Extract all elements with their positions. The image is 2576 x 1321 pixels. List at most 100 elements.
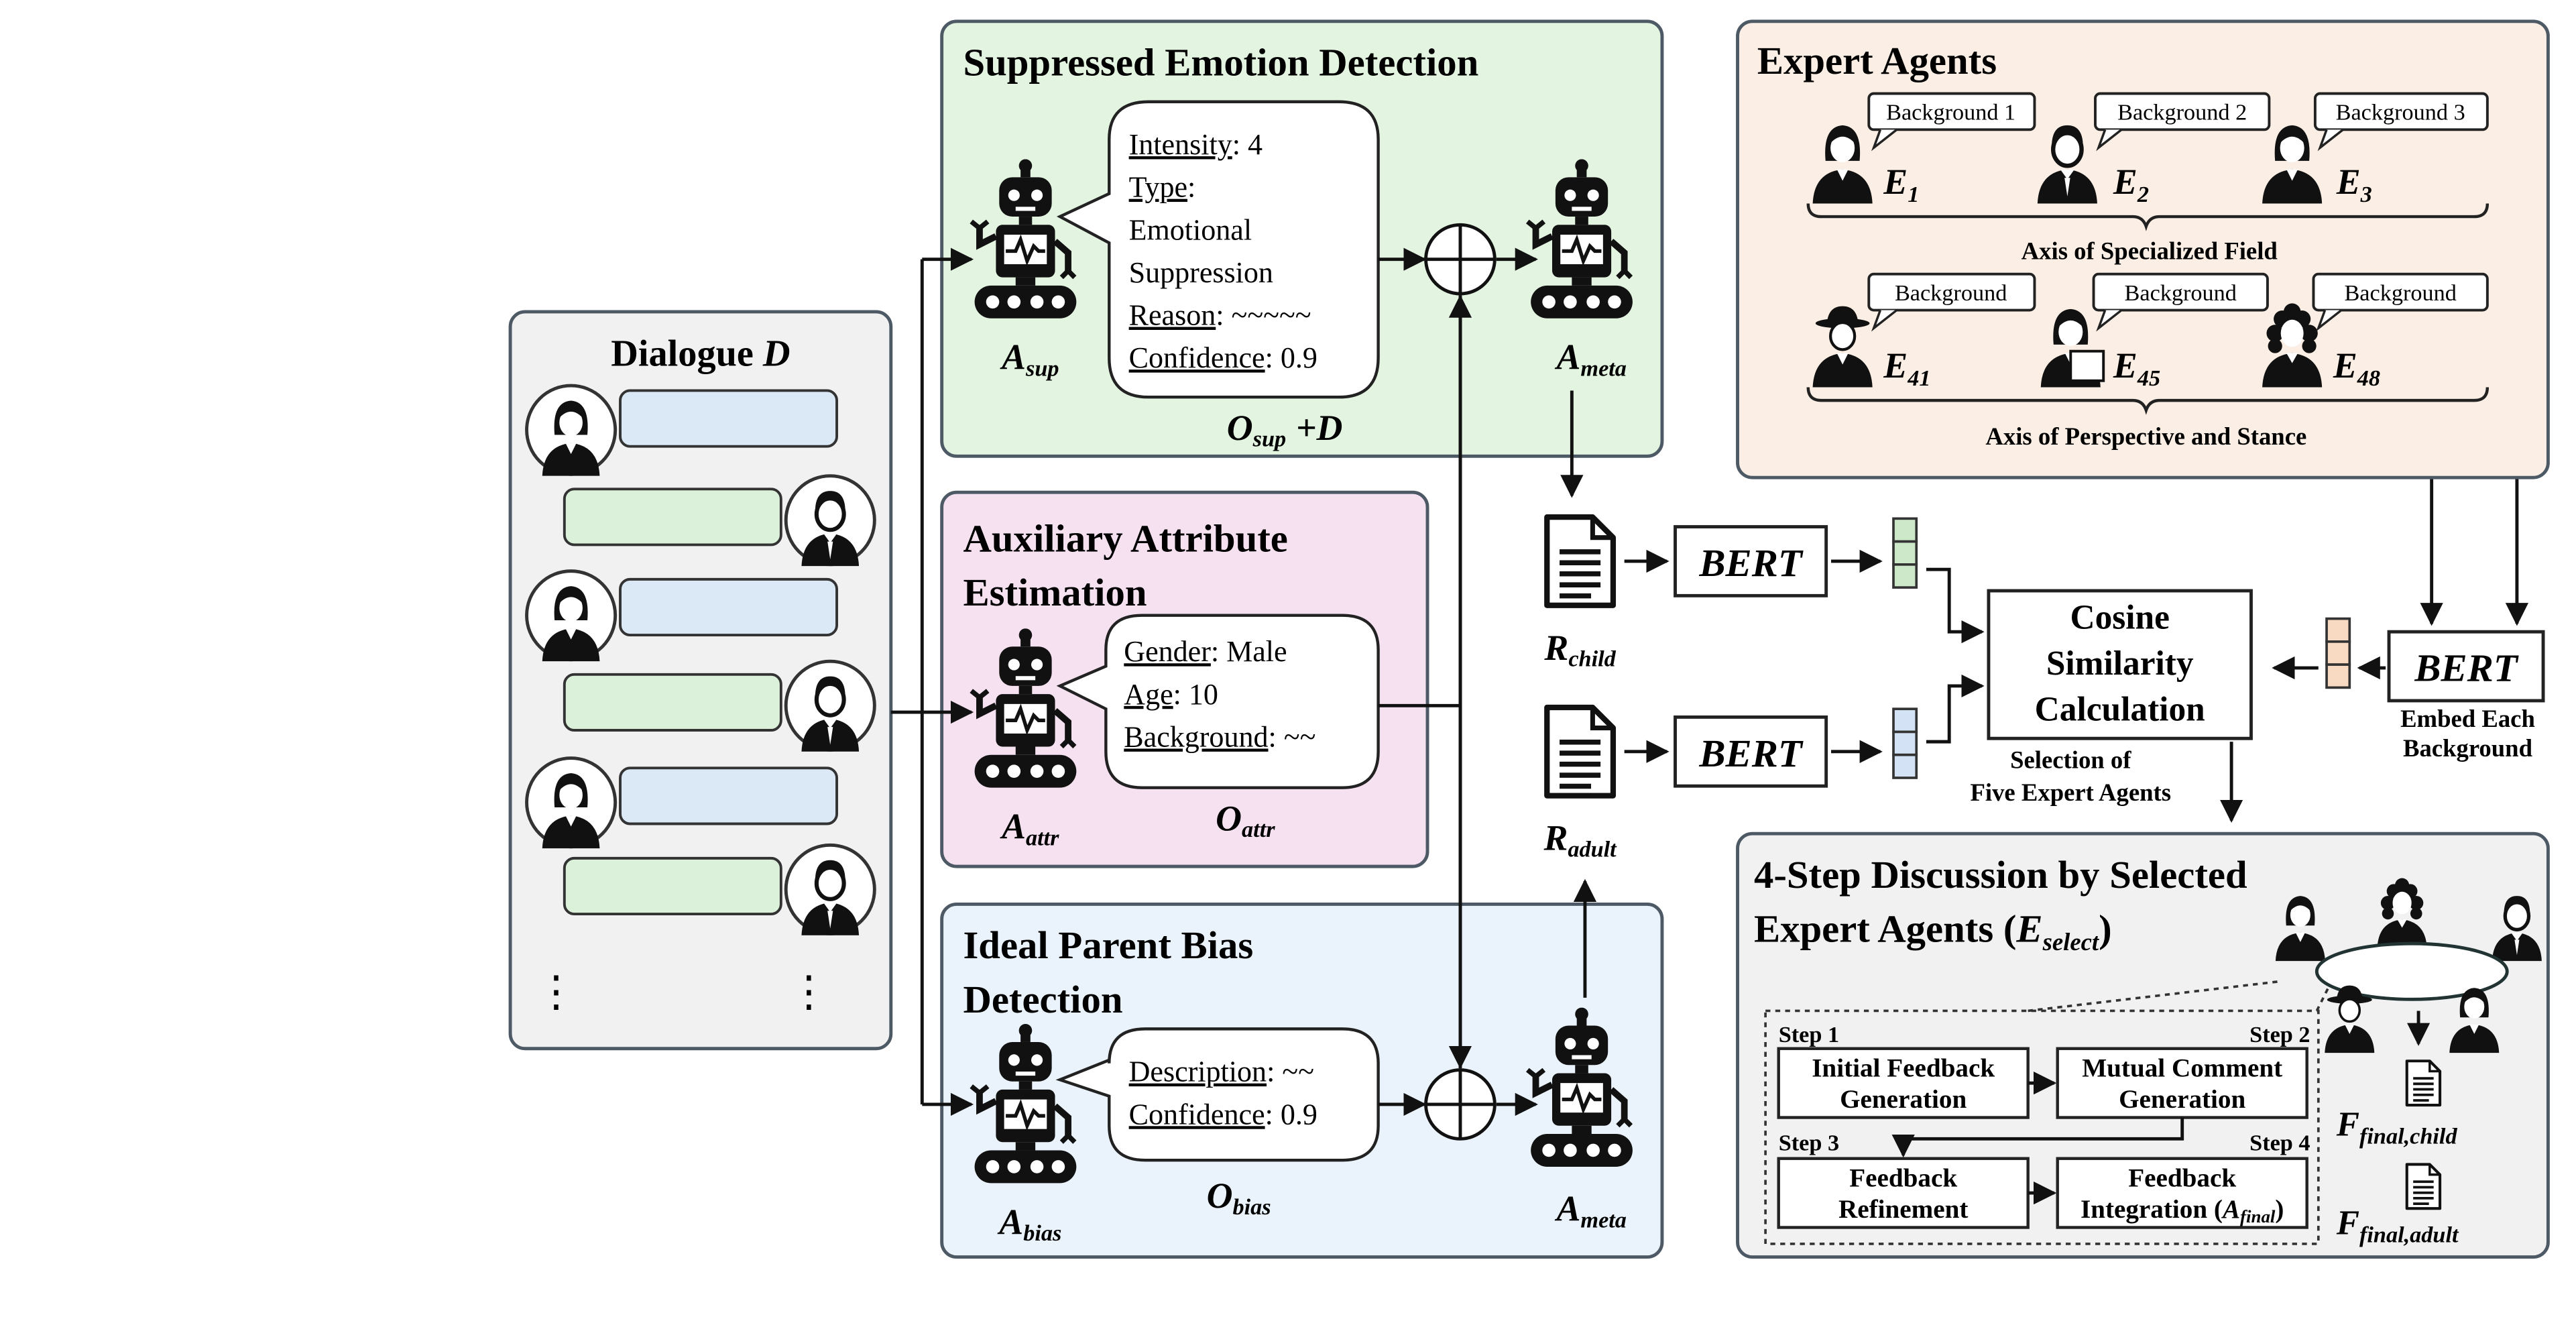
- output-sup-label: Osup+D: [1227, 408, 1343, 452]
- expert-e45: Background E45: [2040, 272, 2269, 391]
- svg-text:Description: ~~: Description: ~~: [1129, 1055, 1314, 1088]
- axis-perspective-stance: Axis of Perspective and Stance: [1985, 422, 2306, 450]
- bert-box-background: BERT: [2387, 630, 2545, 703]
- discussion-panel: 4-Step Discussion by Selected Expert Age…: [1736, 831, 2550, 1259]
- bias-output-fields: Description: ~~ Confidence: 0.9: [1129, 1055, 1318, 1131]
- svg-text:Background 1: Background 1: [1886, 100, 2015, 125]
- axis-bracket-1: [1806, 203, 2490, 231]
- expert-agents-title: Expert Agents: [1757, 39, 1997, 82]
- output-bias-label: Obias: [1207, 1175, 1271, 1220]
- discussion-title-line1: 4-Step Discussion by Selected: [1754, 853, 2247, 897]
- ellipsis-right: ⋮: [788, 968, 831, 1015]
- attribute-output-fields: Gender: Male Age: 10 Background: ~~: [1124, 635, 1315, 753]
- svg-text:Age: 10: Age: 10: [1124, 678, 1218, 711]
- expert-e2: Background 2 E2: [2038, 92, 2271, 207]
- speech-bubble-child: [563, 856, 782, 916]
- selection-label-line1: Selection of: [2010, 746, 2131, 773]
- svg-text:Generation: Generation: [2119, 1085, 2245, 1114]
- dialogue-turn-1: [525, 384, 838, 476]
- step1-label: Step 1: [1779, 1022, 1839, 1047]
- speech-bubble-parent: [619, 577, 838, 637]
- svg-text:BERT: BERT: [2414, 646, 2518, 690]
- ellipsis-left: ⋮: [535, 968, 578, 1015]
- svg-text:E2: E2: [2113, 162, 2149, 207]
- embed-label-line2: Background: [2403, 734, 2532, 762]
- svg-text:Feedback: Feedback: [2128, 1163, 2236, 1192]
- svg-text:BERT: BERT: [1698, 541, 1803, 585]
- svg-text:E1: E1: [1883, 162, 1919, 207]
- embed-label-line1: Embed Each: [2400, 705, 2535, 732]
- svg-text:Initial Feedback: Initial Feedback: [1812, 1053, 1995, 1082]
- suppressed-output-fields: Intensity: 4 Type: Emotional Suppression…: [1129, 128, 1318, 374]
- final-child-label: Ffinal,child: [2336, 1105, 2458, 1149]
- svg-text:Cosine: Cosine: [2070, 598, 2169, 636]
- step4-label: Step 4: [2249, 1130, 2310, 1155]
- attribute-output-bubble: [1056, 614, 1380, 789]
- expert-e48: Background E48: [2262, 272, 2489, 391]
- agent-attr-label: Aattr: [1000, 807, 1059, 851]
- embedding-vector-background: [2325, 617, 2351, 689]
- svg-text:Suppression: Suppression: [1129, 256, 1273, 289]
- final-adult-label: Ffinal,adult: [2336, 1204, 2459, 1247]
- svg-text:Feedback: Feedback: [1849, 1163, 1957, 1192]
- steps-container: [1764, 1009, 2320, 1245]
- bias-output-bubble: [1055, 1027, 1380, 1162]
- agent-meta-label-bottom: Ameta: [1555, 1189, 1627, 1233]
- suppressed-output-bubble: [1056, 100, 1380, 399]
- bert-box-adult: BERT: [1674, 715, 1828, 788]
- discussion-table: [2315, 941, 2509, 1001]
- svg-text:Calculation: Calculation: [2035, 690, 2205, 728]
- svg-text:Background 2: Background 2: [2117, 100, 2247, 125]
- svg-text:Reason: ~~~~~: Reason: ~~~~~: [1129, 299, 1311, 332]
- suppressed-emotion-title: Suppressed Emotion Detection: [963, 41, 1478, 84]
- axis-bracket-2: [1806, 387, 2490, 415]
- report-adult-label: Radult: [1543, 818, 1617, 862]
- svg-text:Type:: Type:: [1129, 171, 1196, 204]
- speech-bubble-child: [563, 673, 782, 732]
- auxiliary-attribute-panel: Auxiliary Attribute Estimation Aattr Gen…: [940, 490, 1429, 868]
- svg-text:Mutual Comment: Mutual Comment: [2082, 1053, 2282, 1082]
- agent-sup-label: Asup: [1000, 337, 1059, 382]
- final-adult-doc-icon: [2407, 1164, 2440, 1208]
- step4-box: Feedback Integration (Afinal): [2056, 1157, 2308, 1229]
- bias-title-line1: Ideal Parent Bias: [963, 923, 1253, 967]
- plus-node-bottom: [1424, 1068, 1497, 1141]
- final-child-doc-icon: [2407, 1061, 2440, 1105]
- svg-text:Confidence: 0.9: Confidence: 0.9: [1129, 341, 1318, 374]
- svg-text:Background: ~~: Background: ~~: [1124, 720, 1315, 753]
- output-attr-label: Oattr: [1216, 798, 1275, 842]
- report-child-label: Rchild: [1543, 628, 1616, 672]
- svg-text:Background 3: Background 3: [2336, 100, 2465, 125]
- auxiliary-title-line1: Auxiliary Attribute: [963, 516, 1287, 560]
- svg-text:Similarity: Similarity: [2046, 644, 2194, 683]
- svg-text:Refinement: Refinement: [1838, 1195, 1968, 1224]
- dialogue-turn-4: [563, 659, 876, 752]
- expert-agents-panel: Expert Agents Background 1 E1 Background…: [1736, 19, 2550, 479]
- bias-title-line2: Detection: [963, 978, 1122, 1021]
- svg-text:Background: Background: [2344, 280, 2456, 306]
- step3-label: Step 3: [1779, 1130, 1839, 1155]
- agent-meta-label-top: Ameta: [1555, 337, 1627, 382]
- ideal-parent-bias-panel: Ideal Parent Bias Detection Abias Descri…: [940, 902, 1664, 1259]
- svg-text:E45: E45: [2113, 345, 2160, 391]
- expert-e3: Background 3 E3: [2262, 92, 2489, 207]
- svg-text:Background: Background: [1895, 280, 2007, 306]
- speech-bubble-child: [563, 487, 782, 547]
- suppressed-emotion-panel: Suppressed Emotion Detection Asup Intens…: [940, 19, 1664, 458]
- dialogue-panel: Dialogue D: [508, 310, 893, 1051]
- embedding-vector-child: [1892, 517, 1918, 589]
- svg-text:E3: E3: [2336, 162, 2372, 207]
- svg-text:BERT: BERT: [1698, 732, 1803, 775]
- discussion-title-line2: Expert Agents(Eselect): [1754, 907, 2112, 956]
- svg-text:Intensity: 4: Intensity: 4: [1129, 128, 1263, 161]
- expert-e1: Background 1 E1: [1812, 92, 2036, 207]
- svg-text:Integration (Afinal): Integration (Afinal): [2081, 1195, 2284, 1226]
- axis-specialized-field: Axis of Specialized Field: [2022, 237, 2278, 265]
- embedding-vector-adult: [1892, 707, 1918, 779]
- dialogue-title: Dialogue D: [611, 333, 790, 375]
- svg-text:Emotional: Emotional: [1129, 213, 1252, 246]
- dialogue-turn-2: [563, 474, 876, 567]
- svg-text:E48: E48: [2333, 345, 2380, 391]
- expert-e41: Background E41: [1813, 272, 2036, 391]
